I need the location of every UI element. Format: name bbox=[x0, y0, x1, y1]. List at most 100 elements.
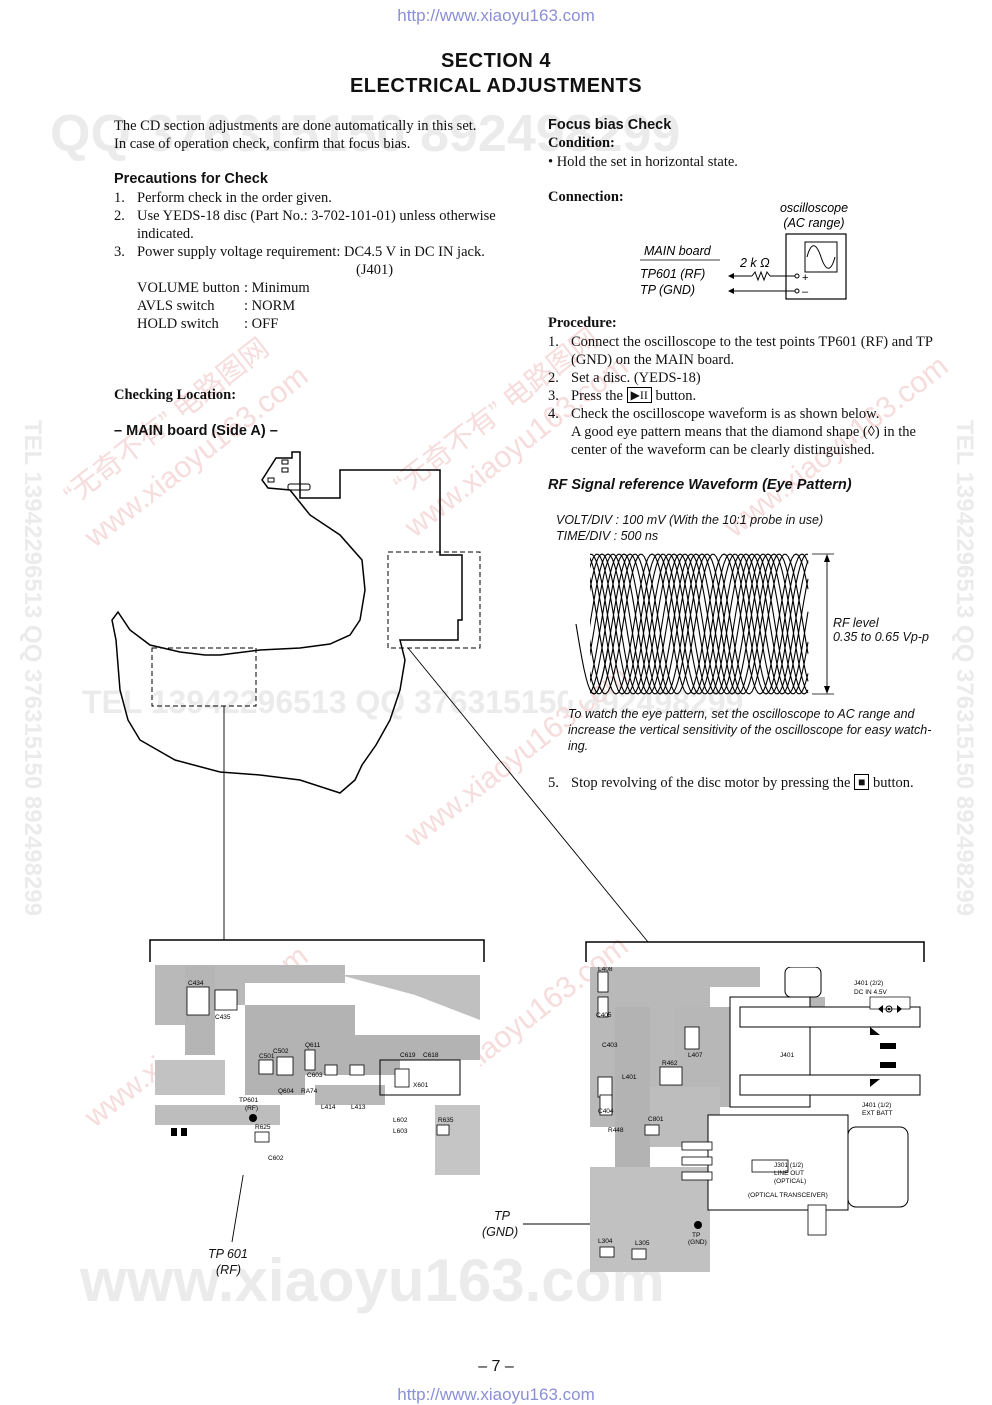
component-label: C502 bbox=[273, 1048, 289, 1055]
play-pause-key-icon: ▶II bbox=[626, 387, 652, 403]
eye-trace bbox=[575, 553, 809, 695]
procedure-2-line-1: Set a disc. (YEDS-18) bbox=[571, 370, 701, 386]
component-label: R625 bbox=[255, 1124, 271, 1131]
setting-value-hold: : OFF bbox=[244, 316, 279, 332]
url-top[interactable]: http://www.xiaoyu163.com bbox=[397, 6, 595, 25]
tp-gnd-callout-1: TP bbox=[494, 1209, 510, 1223]
area-box-left bbox=[151, 647, 257, 707]
precaution-text-3: Power supply voltage requirement: DC4.5 … bbox=[137, 244, 485, 260]
watermark-tel-mid: TEL 13942296513 QQ 376315150 892498299 bbox=[82, 684, 744, 720]
tp-gnd-callout-2: (GND) bbox=[482, 1225, 519, 1239]
main-board-side-a-label: – MAIN board (Side A) – bbox=[114, 423, 278, 439]
time-div-text: TIME/DIV : 500 ns bbox=[556, 529, 659, 543]
component-label: RA74 bbox=[301, 1088, 318, 1095]
component-label: C602 bbox=[268, 1155, 284, 1162]
component-label: X601 bbox=[413, 1082, 429, 1089]
precaution-num-2: 2. bbox=[114, 208, 125, 224]
condition-label: Condition: bbox=[548, 135, 615, 151]
eye-note-line-2: increase the vertical sensitivity of the… bbox=[568, 723, 932, 737]
procedure-1-line-2: (GND) on the MAIN board. bbox=[571, 352, 735, 368]
procedure-num-2: 2. bbox=[548, 370, 559, 386]
connector-label: EXT BATT bbox=[862, 1110, 892, 1117]
tp601-callout-1: TP 601 bbox=[208, 1247, 248, 1261]
setting-name-avls: AVLS switch bbox=[137, 298, 215, 314]
procedure-label: Procedure: bbox=[548, 315, 617, 331]
component-label: C603 bbox=[307, 1072, 323, 1079]
component-label: R462 bbox=[662, 1060, 678, 1067]
procedure-num-1: 1. bbox=[548, 334, 559, 350]
component-label: C405 bbox=[596, 1012, 612, 1019]
eye-trace bbox=[575, 553, 809, 695]
component-label: TP601 bbox=[239, 1097, 259, 1104]
precaution-text-1: Perform check in the order given. bbox=[137, 190, 332, 206]
eye-trace bbox=[575, 553, 809, 695]
component-label: L304 bbox=[598, 1238, 613, 1245]
component-label: L603 bbox=[393, 1128, 408, 1135]
connector-label: J301 (1/2) bbox=[774, 1162, 803, 1169]
precaution-num-1: 1. bbox=[114, 190, 125, 206]
eye-trace bbox=[576, 553, 809, 695]
procedure-3-pre: Press the bbox=[571, 388, 623, 404]
component-label: R635 bbox=[438, 1117, 454, 1124]
main-board-label: MAIN board bbox=[644, 244, 712, 258]
component-label: L413 bbox=[351, 1104, 366, 1111]
procedure-5-post: button. bbox=[873, 775, 914, 791]
setting-name-hold: HOLD switch bbox=[137, 316, 219, 332]
detail-frame-right bbox=[585, 941, 925, 962]
component-label: L401 bbox=[622, 1074, 637, 1081]
component-label: (RF) bbox=[245, 1105, 258, 1112]
precaution-cont-2: indicated. bbox=[137, 226, 194, 242]
oscilloscope-screen bbox=[804, 241, 838, 273]
procedure-num-5: 5. bbox=[548, 775, 559, 791]
procedure-5: Stop revolving of the disc motor by pres… bbox=[571, 774, 914, 792]
rf-level-range: 0.35 to 0.65 Vp-p bbox=[833, 630, 929, 644]
condition-text: • Hold the set in horizontal state. bbox=[548, 154, 738, 170]
connection-label: Connection: bbox=[548, 189, 624, 205]
procedure-1-line-1: Connect the oscilloscope to the test poi… bbox=[571, 334, 933, 350]
setting-name-volume: VOLUME button bbox=[137, 280, 240, 296]
connection-diagram: oscilloscope (AC range) MAIN board TP601… bbox=[640, 201, 848, 300]
component-label: J401 bbox=[780, 1052, 794, 1059]
page-title: ELECTRICAL ADJUSTMENTS bbox=[349, 75, 643, 97]
focus-bias-heading: Focus bias Check bbox=[548, 117, 672, 133]
eye-trace-lead bbox=[575, 623, 609, 695]
eye-trace bbox=[575, 553, 809, 695]
checking-location-heading: Checking Location: bbox=[114, 387, 237, 403]
page-number: – 7 – bbox=[478, 1358, 514, 1375]
eye-note-line-3: ing. bbox=[568, 739, 589, 753]
intro-line-2: In case of operation check, confirm that… bbox=[114, 136, 411, 152]
oscilloscope-label-1: oscilloscope bbox=[780, 201, 848, 215]
precaution-num-3: 3. bbox=[114, 244, 125, 260]
component-label: C619 bbox=[400, 1052, 416, 1059]
component-label: Q604 bbox=[278, 1088, 294, 1095]
setting-value-volume: : Minimum bbox=[244, 280, 310, 296]
tp601-label: TP601 (RF) bbox=[640, 267, 705, 281]
procedure-3: Press the ▶II button. bbox=[571, 387, 696, 405]
component-label: C501 bbox=[259, 1053, 275, 1060]
eye-trace bbox=[575, 553, 809, 695]
connector-label: J401 (1/2) bbox=[862, 1102, 891, 1109]
component-label: L407 bbox=[688, 1052, 703, 1059]
setting-value-avls: : NORM bbox=[244, 298, 296, 314]
eye-pattern-diagram bbox=[568, 548, 834, 700]
component-label: TP bbox=[692, 1232, 700, 1239]
procedure-4-line-2: A good eye pattern means that the diamon… bbox=[571, 424, 916, 440]
component-label: L408 bbox=[598, 967, 613, 973]
connector-label: DC IN 4.5V bbox=[854, 989, 888, 996]
procedure-num-3: 3. bbox=[548, 388, 559, 404]
rf-level-label: RF level bbox=[833, 616, 879, 630]
connector-label: (OPTICAL TRANSCEIVER) bbox=[748, 1192, 828, 1199]
watermark-www-bottom: www.xiaoyu163.com bbox=[80, 1247, 665, 1314]
eye-trace bbox=[575, 553, 809, 695]
component-label: C404 bbox=[598, 1108, 614, 1115]
minus-terminal: – bbox=[802, 286, 809, 298]
component-label: C434 bbox=[188, 980, 204, 987]
component-label: C403 bbox=[602, 1042, 618, 1049]
eye-trace bbox=[575, 553, 809, 695]
url-bottom[interactable]: http://www.xiaoyu163.com bbox=[397, 1385, 595, 1404]
plus-terminal: + bbox=[802, 272, 808, 284]
connector-label: J401 (2/2) bbox=[854, 980, 883, 987]
section-number: SECTION 4 bbox=[440, 50, 552, 72]
oscilloscope-box bbox=[785, 233, 847, 300]
